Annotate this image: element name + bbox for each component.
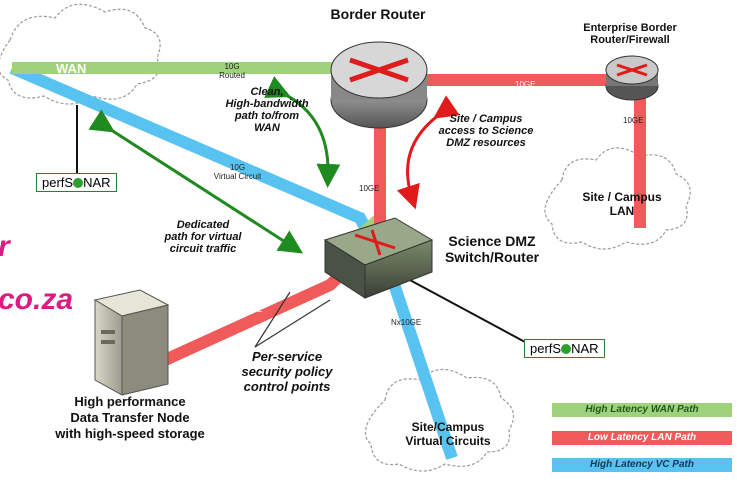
dedicated-path-annotation: Dedicated path for virtual circuit traff… bbox=[164, 219, 242, 255]
site-access-arrow bbox=[396, 95, 460, 210]
dtn-server bbox=[93, 289, 170, 396]
dmz-switch bbox=[323, 217, 434, 299]
watermark-line1: r bbox=[0, 230, 10, 264]
wan-label: WAN bbox=[56, 61, 87, 76]
tenge-top-label: 10GE bbox=[515, 80, 536, 89]
tenge-enterprise-label: 10GE bbox=[623, 116, 644, 125]
perfsonar-logo-dot-icon bbox=[561, 344, 572, 354]
legend-vc: High Latency VC Path bbox=[552, 458, 732, 472]
watermark-line2: co.za bbox=[0, 283, 74, 316]
perfsonar-logo-dot-icon bbox=[73, 178, 84, 188]
site-access-annotation: Site / Campus access to Science DMZ reso… bbox=[438, 113, 534, 149]
routed-link-label: 10G Routed bbox=[219, 62, 245, 80]
dtn-label: High performance Data Transfer Node with… bbox=[55, 394, 205, 441]
security-pointer-1 bbox=[254, 291, 291, 348]
legend-lan: Low Latency LAN Path bbox=[552, 431, 732, 445]
security-pointer-2 bbox=[254, 299, 331, 348]
perfsonar-right-link bbox=[394, 271, 526, 343]
enterprise-router-label: Enterprise Border Router/Firewall bbox=[583, 22, 677, 46]
border-router bbox=[330, 41, 428, 129]
border-router-label: Border Router bbox=[330, 6, 426, 22]
wan-cloud bbox=[0, 3, 161, 105]
vc-link-label: 10G Virtual Circuit bbox=[213, 163, 262, 181]
legend-wan: High Latency WAN Path bbox=[552, 403, 732, 417]
security-points-annotation: Per-service security policy control poin… bbox=[241, 349, 333, 394]
site-campus-lan-label: Site / Campus LAN bbox=[582, 190, 662, 218]
dmz-switch-label: Science DMZ Switch/Router bbox=[444, 233, 540, 265]
tenge-vertical-label: 10GE bbox=[359, 184, 380, 193]
dedicated-path-arrow bbox=[88, 109, 304, 254]
enterprise-router bbox=[605, 55, 659, 101]
tenge-dtn-label: 10GE bbox=[242, 305, 263, 314]
site-campus-vc-label: Site/Campus Virtual Circuits bbox=[405, 420, 491, 448]
site-campus-lan-cloud bbox=[544, 147, 691, 250]
clean-path-arrow bbox=[264, 76, 341, 188]
clean-path-annotation: Clean, High-bandwidth path to/from WAN bbox=[225, 86, 309, 134]
nx10ge-label: Nx10GE bbox=[391, 318, 422, 327]
